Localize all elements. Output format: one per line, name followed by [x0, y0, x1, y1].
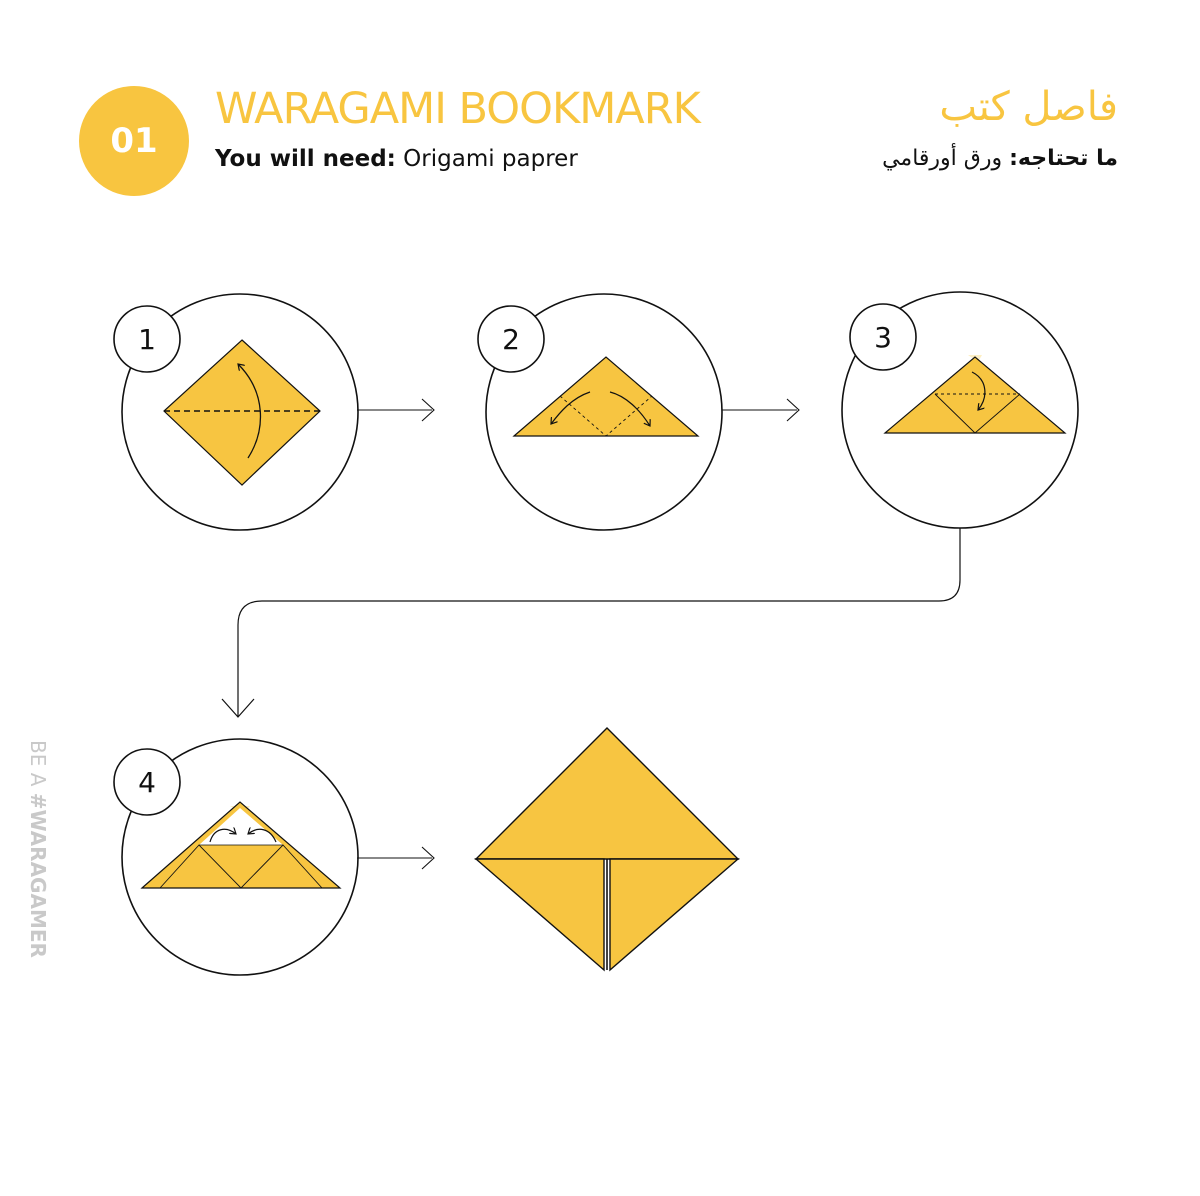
step-1-number-badge [113, 305, 181, 373]
tagline-prefix: BE A [26, 740, 50, 793]
step-4: 4 [113, 738, 359, 976]
tagline-hashtag: #WARAGAMER [26, 792, 50, 958]
right-arrow-icon [357, 846, 435, 870]
step-1-curved-arrow-icon [238, 364, 262, 459]
materials-line-en: You will need: Origami paprer [215, 146, 578, 172]
right-arrow-icon [357, 398, 435, 422]
step-4-curved-arrow-left-icon [209, 829, 236, 843]
step-3-number-badge [849, 303, 917, 371]
bookmark-top [474, 727, 740, 860]
step-4-open-pocket [199, 808, 283, 845]
step-4-number-badge [113, 748, 181, 816]
step-3: 3 [841, 291, 1079, 529]
step-1-paper [163, 339, 321, 486]
step-1: 1 [113, 293, 359, 531]
right-arrow-icon [722, 398, 800, 422]
bookmark-left-flap [474, 858, 605, 972]
step-2-curved-arrow-right-icon [609, 391, 650, 426]
materials-value-en: Origami paprer [395, 146, 578, 172]
step-4-curved-arrow-right-icon [248, 829, 277, 843]
step-2-fold-lines [559, 395, 653, 437]
finished-bookmark [474, 727, 740, 972]
step-3-crease-lines [934, 393, 1021, 434]
materials-value-ar: ورق أورقامي [882, 146, 1010, 171]
step-3-number: 3 [874, 321, 892, 354]
step-1-number: 1 [138, 323, 156, 356]
step-2-number-badge [477, 305, 545, 373]
badge-number: 01 [110, 121, 158, 161]
hashtag-tagline: BE A #WARAGAMER [26, 740, 50, 958]
down-arrow-icon [221, 528, 961, 718]
step-4-number: 4 [138, 766, 156, 799]
page-title: WARAGAMI BOOKMARK [215, 84, 701, 134]
step-3-curved-arrow-icon [971, 371, 986, 410]
materials-line-ar: ما تحتاجه: ورق أورقامي [882, 146, 1118, 171]
materials-label-ar: ما تحتاجه: [1009, 146, 1118, 171]
step-2: 2 [477, 293, 723, 531]
materials-label-en: You will need: [215, 146, 396, 172]
step-badge: 01 [79, 86, 189, 196]
page-title-arabic: فاصل كتب [939, 84, 1118, 130]
step-4-crease-lines [159, 844, 323, 889]
step-2-curved-arrow-left-icon [551, 391, 591, 424]
bookmark-right-flap [609, 858, 740, 972]
step-2-number: 2 [502, 323, 520, 356]
